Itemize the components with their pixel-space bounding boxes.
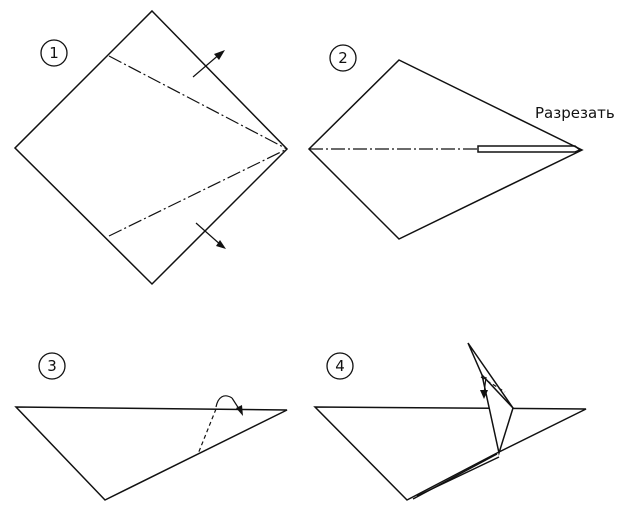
step-4: 4 <box>313 342 587 501</box>
step-4-fold-arrow <box>480 376 488 399</box>
step-1-fold-arrow-upper <box>192 50 225 78</box>
step-1-badge <box>40 39 68 67</box>
step-1: 1 <box>13 9 289 286</box>
step-4-badge <box>326 352 354 380</box>
step-3-folded-triangle <box>14 406 288 501</box>
step-2: 2 Разрезать <box>307 44 615 240</box>
step-3-badge <box>38 352 66 380</box>
step-2-cut-slot <box>477 145 582 153</box>
step-4-number: 4 <box>335 357 345 375</box>
step-2-cut-label: Разрезать <box>535 104 615 122</box>
step-4-head-fold-line <box>480 376 506 393</box>
step-3-fold-arrow <box>215 395 243 416</box>
step-2-badge <box>329 44 357 72</box>
step-3-neck-fold-line <box>197 408 217 455</box>
step-2-kite-base <box>307 59 584 240</box>
step-3: 3 <box>14 352 288 501</box>
step-2-number: 2 <box>338 49 348 67</box>
step-4-neck <box>467 342 514 456</box>
step-1-square-sheet <box>13 9 289 286</box>
step-4-body-layer-mid <box>416 456 500 497</box>
step-1-fold-line-upper <box>108 55 288 150</box>
step-1-fold-arrow-lower <box>195 222 226 249</box>
step-3-number: 3 <box>47 357 57 375</box>
step-4-swan-body <box>313 406 587 501</box>
step-1-fold-line-lower <box>108 148 288 237</box>
step-1-number: 1 <box>49 44 59 62</box>
